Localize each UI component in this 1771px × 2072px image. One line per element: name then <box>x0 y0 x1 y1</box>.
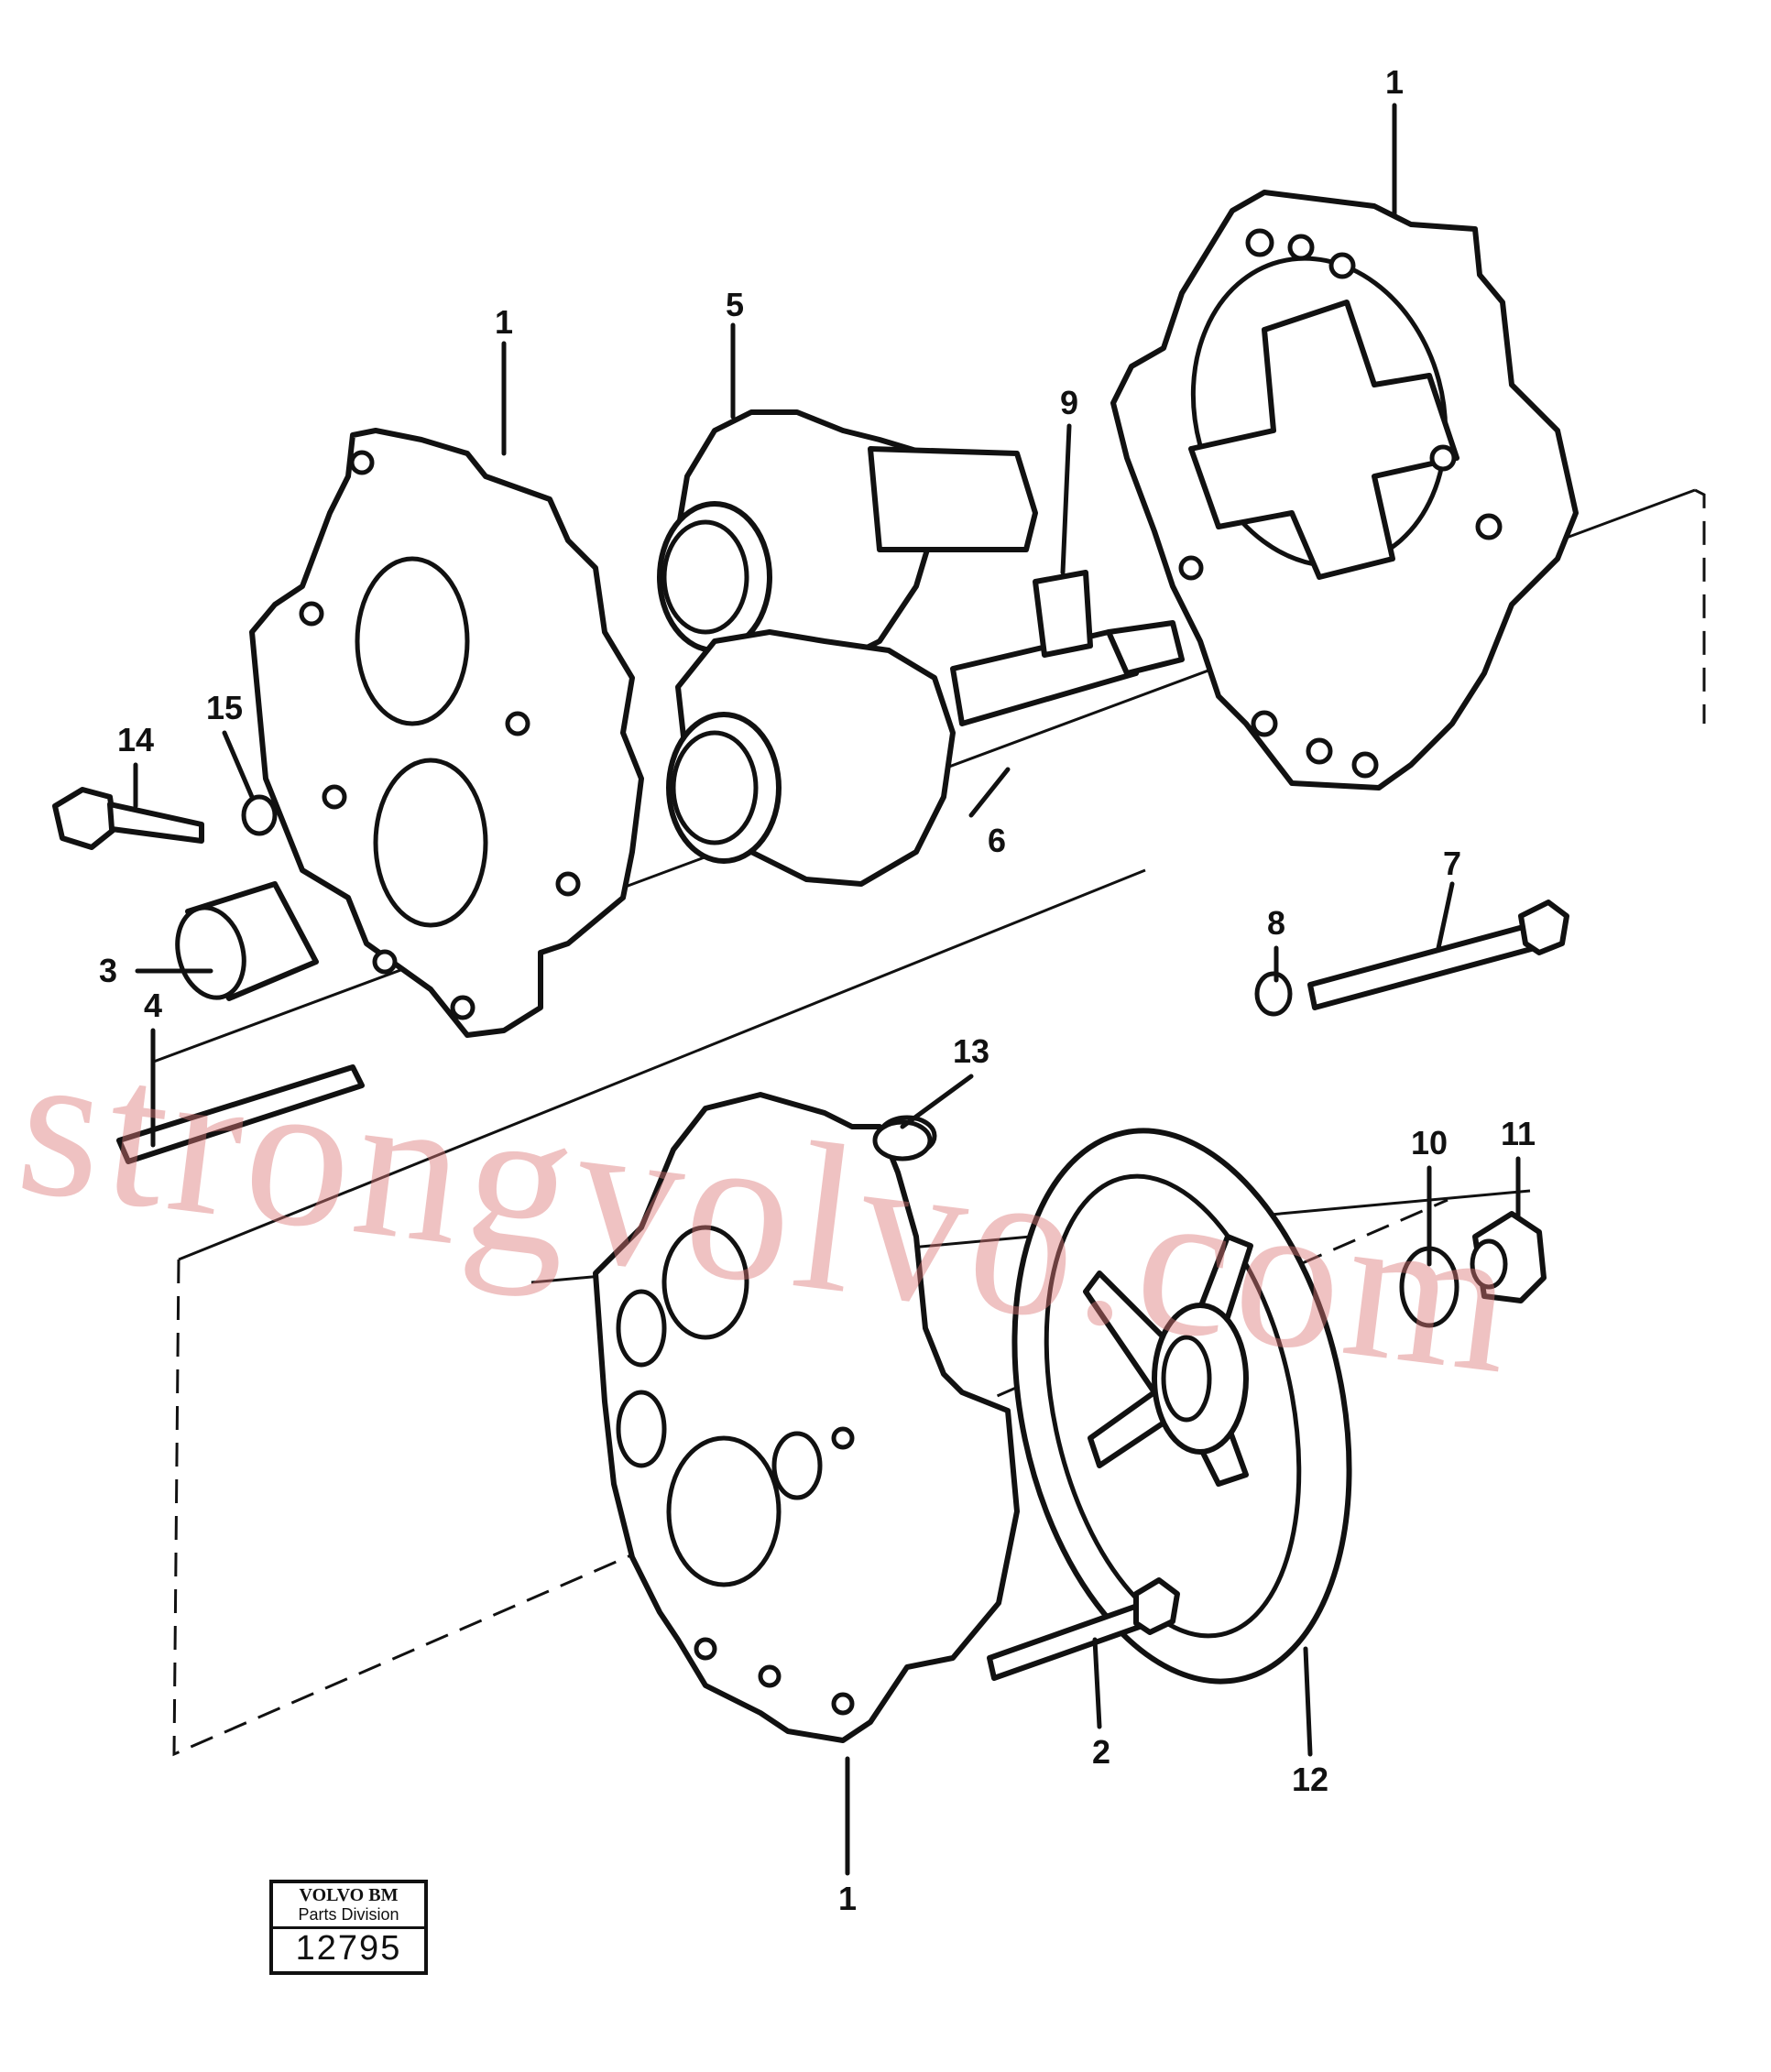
volvo-bm-logo-box: VOLVO BM Parts Division 12795 <box>269 1880 428 1975</box>
bolt-long <box>1307 900 1569 1010</box>
pump-housing-front <box>249 428 644 1038</box>
bolt-lower <box>987 1577 1180 1681</box>
callout-5: 5 <box>726 286 744 323</box>
callout-7: 7 <box>1443 845 1461 882</box>
dashed-guide-right <box>1694 488 1706 724</box>
callout-labels: 1 1 1 2 3 4 5 6 7 8 9 10 11 12 13 14 15 <box>99 63 1536 1917</box>
lower-guide-line <box>178 868 1146 1261</box>
gear-shaft <box>666 620 1185 887</box>
logo-division: Parts Division <box>273 1905 424 1929</box>
callout-13: 13 <box>953 1032 989 1070</box>
callout-1-top: 1 <box>1385 63 1404 101</box>
pump-housing-rear <box>1110 190 1579 791</box>
pin <box>116 1064 365 1164</box>
callout-14: 14 <box>117 721 154 758</box>
callout-3: 3 <box>99 952 117 989</box>
gear-drive-large <box>1011 1128 1352 1685</box>
seal-ring <box>872 1119 933 1161</box>
callout-1-bottom: 1 <box>838 1880 857 1917</box>
bolt-hex-small <box>52 787 204 850</box>
callout-15: 15 <box>206 689 243 726</box>
callout-9: 9 <box>1060 384 1078 421</box>
drawing-number: 12795 <box>295 1929 402 1968</box>
hex-nut <box>1470 1211 1547 1303</box>
logo-brand: VOLVO BM <box>299 1885 399 1905</box>
washer-small <box>241 794 278 836</box>
leader-lines <box>133 103 1521 1876</box>
callout-6: 6 <box>988 822 1006 859</box>
bushing <box>175 881 319 1001</box>
dashed-guide-left <box>172 1198 1449 1757</box>
callout-12: 12 <box>1292 1761 1328 1798</box>
woodruff-key <box>1033 570 1093 658</box>
callout-11: 11 <box>1501 1115 1536 1152</box>
callout-2: 2 <box>1092 1733 1110 1771</box>
callout-4: 4 <box>144 987 162 1024</box>
washer-medium <box>1254 971 1293 1017</box>
gear-upper <box>657 409 1038 671</box>
callout-1-left: 1 <box>495 303 513 341</box>
callout-10: 10 <box>1411 1124 1448 1161</box>
callout-8: 8 <box>1267 904 1285 942</box>
